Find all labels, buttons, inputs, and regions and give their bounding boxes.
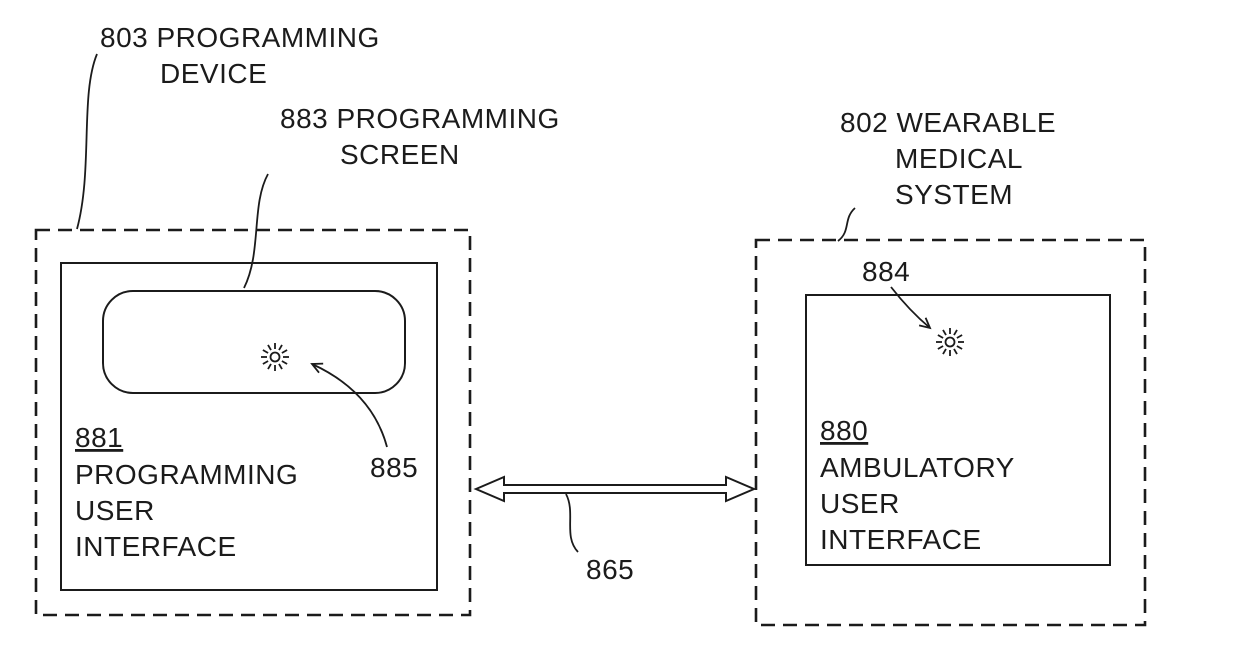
leader-line-865 (565, 493, 579, 553)
wearable-system-label-line1: 802 WEARABLE (840, 107, 1056, 138)
arrow-884-to-starburst (890, 286, 932, 330)
programming-device-box (34, 228, 472, 617)
programming-screen-label-line2: SCREEN (340, 139, 460, 170)
leader-line-803 (76, 53, 98, 230)
ambulatory-ui-ref: 880 (820, 415, 868, 446)
ambulatory-ui-line2: USER (820, 488, 900, 519)
starburst-icon (935, 327, 965, 357)
ambulatory-ui-line3: INTERFACE (820, 524, 982, 555)
wearable-system-label-line3: SYSTEM (895, 179, 1013, 210)
screen-touch-ref-label: 885 (370, 452, 418, 483)
comm-link-arrow (473, 475, 757, 503)
programming-device-label-line1: 803 PROGRAMMING (100, 22, 380, 53)
programming-device-label-line2: DEVICE (160, 58, 267, 89)
leader-line-802 (837, 207, 856, 242)
programming-ui-line1: PROGRAMMING (75, 459, 298, 490)
programming-screen-label-line1: 883 PROGRAMMING (280, 103, 560, 134)
ambulatory-ui-line1: AMBULATORY (820, 452, 1015, 483)
link-ref-label: 865 (586, 554, 634, 585)
programming-ui-ref: 881 (75, 422, 123, 453)
programming-ui-box (60, 262, 438, 591)
ambulatory-touch-ref-label: 884 (862, 256, 910, 287)
programming-screen (102, 290, 406, 394)
wearable-system-label-line2: MEDICAL (895, 143, 1023, 174)
programming-ui-line2: USER (75, 495, 155, 526)
wearable-system-box (754, 238, 1147, 627)
arrow-885-to-starburst (310, 362, 388, 448)
ambulatory-ui-box (805, 294, 1111, 566)
starburst-icon (260, 342, 290, 372)
programming-ui-line3: INTERFACE (75, 531, 237, 562)
